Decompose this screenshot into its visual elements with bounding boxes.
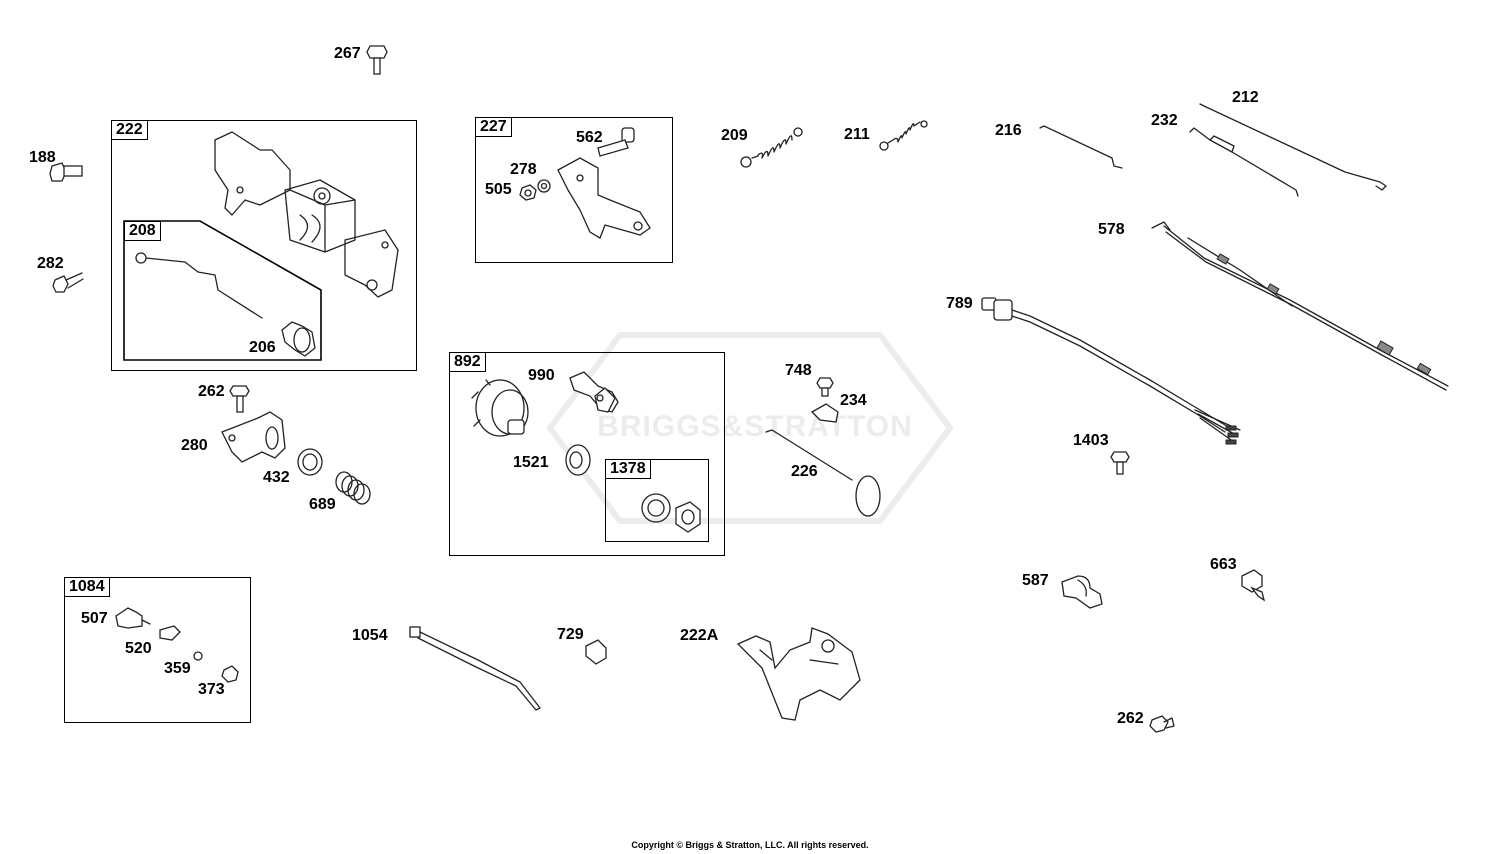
callout-373: 373 xyxy=(198,681,225,698)
spring-232-icon xyxy=(1189,127,1299,197)
lockwasher-1378-icon xyxy=(641,493,671,523)
callout-507: 507 xyxy=(81,610,108,627)
knob-206-icon xyxy=(281,321,316,357)
callout-505: 505 xyxy=(485,181,512,198)
callout-1054: 1054 xyxy=(352,627,388,644)
washer-359-icon xyxy=(193,651,203,661)
clip-729-icon xyxy=(585,639,607,665)
callout-562: 562 xyxy=(576,129,603,146)
group-box-227: 227 xyxy=(475,117,673,263)
control-bracket-222-icon xyxy=(214,131,399,298)
callout-729: 729 xyxy=(557,626,584,643)
callout-280: 280 xyxy=(181,437,208,454)
callout-222A: 222A xyxy=(680,627,719,644)
callout-212: 212 xyxy=(1232,89,1259,106)
nut-373-icon xyxy=(221,665,239,683)
harness-789-icon xyxy=(981,297,1241,445)
group-label-222: 222 xyxy=(111,120,148,140)
bolt-282-icon xyxy=(52,272,84,293)
callout-689: 689 xyxy=(309,496,336,513)
group-label-227: 227 xyxy=(475,117,512,137)
bolt-748-icon xyxy=(816,377,834,397)
callout-359: 359 xyxy=(164,660,191,677)
cable-578-icon xyxy=(1151,221,1449,391)
ring-432-icon xyxy=(297,448,323,476)
callout-234: 234 xyxy=(840,392,867,409)
group-box-1378: 1378 xyxy=(605,459,709,542)
callout-211: 211 xyxy=(844,126,870,143)
bracket-222A-icon xyxy=(736,627,861,721)
callout-232: 232 xyxy=(1151,112,1178,129)
callout-278: 278 xyxy=(510,161,537,178)
rod-212-icon xyxy=(1199,103,1387,191)
callout-188: 188 xyxy=(29,149,56,166)
linkage-rod-208-icon xyxy=(135,252,263,319)
bolt-562-icon xyxy=(597,127,635,157)
callout-267: 267 xyxy=(334,45,361,62)
spring-689-icon xyxy=(335,471,371,505)
callout-226: 226 xyxy=(791,463,818,480)
callout-748: 748 xyxy=(785,362,812,379)
spring-209-icon xyxy=(740,127,803,168)
cable-tie-1054-icon xyxy=(409,626,541,711)
ignition-switch-892-icon xyxy=(471,379,529,437)
bolt-188-icon xyxy=(49,162,83,182)
key-990-icon xyxy=(569,371,619,413)
washer-278-icon xyxy=(537,179,551,193)
clip-234-icon xyxy=(810,403,839,423)
bolt-663-icon xyxy=(1241,569,1266,602)
bracket-280-icon xyxy=(221,411,286,463)
group-label-208: 208 xyxy=(124,221,161,241)
callout-990: 990 xyxy=(528,367,555,384)
callout-789: 789 xyxy=(946,295,973,312)
bolt-1403-icon xyxy=(1110,451,1130,475)
group-box-892: 892 xyxy=(449,352,725,556)
terminal-520-icon xyxy=(159,625,181,641)
bracket-227-icon xyxy=(557,157,651,239)
callout-262: 262 xyxy=(198,383,225,400)
group-label-1084: 1084 xyxy=(64,577,110,597)
bolt-262-icon xyxy=(229,385,250,413)
bezel-1521-icon xyxy=(565,444,591,476)
copyright-notice: Copyright © Briggs & Stratton, LLC. All … xyxy=(631,840,869,850)
callout-282: 282 xyxy=(37,255,64,272)
callout-262-right: 262 xyxy=(1117,710,1144,727)
nut-505-icon xyxy=(519,184,537,201)
callout-206: 206 xyxy=(249,339,276,356)
callout-587: 587 xyxy=(1022,572,1049,589)
switch-507-icon xyxy=(115,607,151,629)
callout-578: 578 xyxy=(1098,221,1125,238)
callout-209: 209 xyxy=(721,127,748,144)
rod-226-icon xyxy=(765,429,881,517)
callout-1521: 1521 xyxy=(513,454,549,471)
group-box-222: 222 xyxy=(111,120,417,371)
callout-432: 432 xyxy=(263,469,290,486)
clamp-587-icon xyxy=(1061,575,1103,609)
group-box-1084: 1084 xyxy=(64,577,251,723)
group-label-1378: 1378 xyxy=(605,459,651,479)
bolt-262-right-icon xyxy=(1149,715,1175,733)
callout-663: 663 xyxy=(1210,556,1237,573)
rod-216-icon xyxy=(1039,125,1123,169)
group-label-892: 892 xyxy=(449,352,486,372)
watermark-text: BRIGGS&STRATTON xyxy=(597,410,913,443)
nut-1378-icon xyxy=(675,501,701,533)
callout-1403: 1403 xyxy=(1073,432,1109,449)
spring-211-icon xyxy=(879,120,928,151)
callout-520: 520 xyxy=(125,640,152,657)
bolt-267-icon xyxy=(366,45,388,75)
callout-216: 216 xyxy=(995,122,1022,139)
